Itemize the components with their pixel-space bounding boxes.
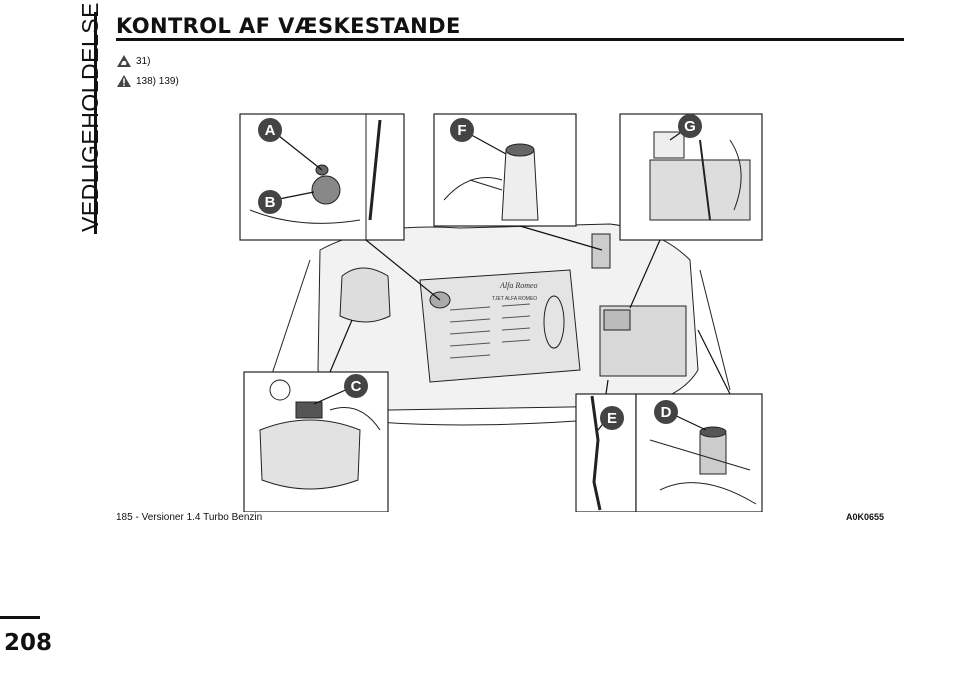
callout-b: B bbox=[258, 190, 282, 214]
callout-a: A bbox=[258, 118, 282, 142]
svg-text:D: D bbox=[661, 404, 672, 421]
engine-bay-illustration: A B F G C E D Alfa Romeo TJET ALFA ROMEO bbox=[239, 113, 763, 512]
callout-f: F bbox=[450, 118, 474, 142]
engine-subtext: TJET ALFA ROMEO bbox=[492, 296, 537, 302]
figure-code: A0K0655 bbox=[846, 512, 885, 522]
svg-text:C: C bbox=[351, 378, 362, 395]
svg-text:F: F bbox=[457, 122, 466, 139]
callout-e: E bbox=[600, 406, 624, 430]
callout-d: D bbox=[654, 400, 678, 424]
section-label: VEDLIGEHOLDELSE bbox=[77, 2, 103, 232]
page-title: KONTROL AF VÆSKESTANDE bbox=[116, 14, 461, 38]
title-rule bbox=[116, 38, 904, 41]
svg-text:E: E bbox=[607, 410, 617, 427]
figure-caption: 185 - Versioner 1.4 Turbo Benzin bbox=[116, 512, 263, 523]
callout-g: G bbox=[678, 114, 702, 138]
callout-c: C bbox=[344, 374, 368, 398]
page-number-rule bbox=[0, 616, 40, 619]
page-number: 208 bbox=[4, 630, 53, 656]
section-rule bbox=[94, 12, 97, 234]
svg-text:B: B bbox=[265, 194, 276, 211]
warning-ref-2: 138) 139) bbox=[136, 75, 179, 87]
engine-badge: Alfa Romeo bbox=[499, 281, 538, 290]
svg-text:A: A bbox=[265, 122, 276, 139]
warning-ref-1: 31) bbox=[136, 55, 151, 67]
warning-triangle-icon bbox=[117, 75, 131, 87]
section-side-tab: VEDLIGEHOLDELSE bbox=[58, 2, 103, 234]
warning-row-1: 31) bbox=[116, 54, 150, 68]
hand-caution-icon bbox=[117, 55, 131, 67]
warning-row-2: 138) 139) bbox=[116, 74, 179, 88]
svg-text:G: G bbox=[684, 118, 696, 135]
